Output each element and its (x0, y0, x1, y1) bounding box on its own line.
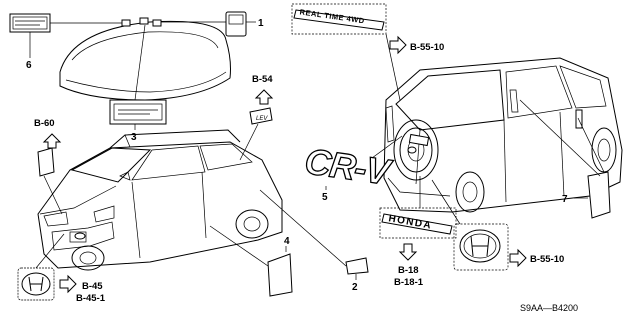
label-part-3 (109, 99, 167, 125)
ref-b60: B-60 (34, 118, 55, 129)
honda-text: HONDA (388, 213, 433, 232)
right-arrow-icon (389, 35, 407, 55)
ref-b451: B-45-1 (76, 293, 106, 304)
rear-h-emblem (431, 179, 509, 271)
right-arrow-icon (59, 274, 77, 294)
right-arrow-icon (509, 248, 527, 268)
up-arrow-icon (42, 133, 62, 149)
label-part-7 (587, 171, 611, 219)
label-part-2 (345, 257, 369, 275)
ref-b18: B-18 (398, 265, 419, 276)
honda-h-icon (470, 235, 490, 257)
ref-b54: B-54 (252, 74, 273, 85)
crv-emblem: CR-V (302, 140, 396, 194)
callout-3: 3 (131, 132, 137, 143)
lev-text: LEV (256, 116, 268, 122)
front-suv-drawing (37, 129, 283, 271)
honda-text-emblem: HONDA (379, 176, 457, 239)
realtime-4wd-emblem: REAL TIME 4WD (291, 3, 401, 101)
hood-drawing (59, 20, 231, 101)
honda-h-icon (28, 276, 44, 292)
callout-4: 4 (284, 236, 290, 247)
label-part-6 (9, 13, 51, 33)
ref-b5510-top: B-55-10 (410, 42, 444, 53)
label-part-1 (225, 11, 256, 37)
label-part-4 (267, 253, 293, 297)
callout-7: 7 (562, 194, 568, 205)
callout-5: 5 (322, 192, 328, 203)
crv-text: CR-V (302, 140, 395, 193)
callout-1: 1 (258, 18, 264, 29)
ref-b45: B-45 (82, 281, 103, 292)
down-arrow-icon (398, 243, 418, 261)
diagram-code: S9AA—B4200 (520, 303, 578, 313)
front-h-emblem: B-45 B-45-1 (17, 233, 106, 304)
b60-reference: B-60 (34, 118, 63, 215)
up-arrow-icon (254, 89, 274, 105)
callout-2: 2 (352, 282, 358, 293)
ref-b5510-bottom: B-55-10 (530, 254, 564, 265)
b54-reference: B-54 LEV (239, 74, 274, 161)
callout-6: 6 (26, 60, 32, 71)
ref-b181: B-18-1 (394, 277, 424, 288)
